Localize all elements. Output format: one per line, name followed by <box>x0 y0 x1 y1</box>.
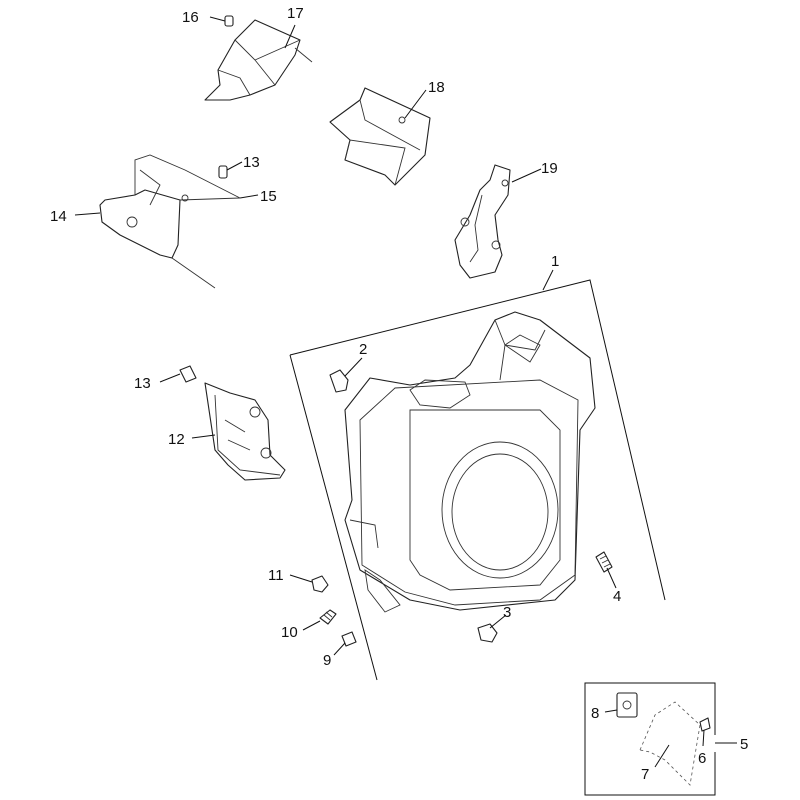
part-2-clip <box>329 369 349 393</box>
callout-16: 16 <box>182 9 199 26</box>
callout-11: 11 <box>268 567 284 584</box>
callout-3: 3 <box>503 604 511 621</box>
callout-2: 2 <box>359 341 367 358</box>
callout-17: 17 <box>287 5 304 22</box>
part-10-screw <box>319 609 337 625</box>
part-4-screw <box>595 551 613 573</box>
callout-5: 5 <box>740 736 748 753</box>
callout-9: 9 <box>323 652 331 669</box>
callout-13-lower: 13 <box>134 375 151 392</box>
part-9-fitting <box>341 631 357 647</box>
part-7-deflector <box>639 701 701 786</box>
callout-18: 18 <box>428 79 445 96</box>
callout-8: 8 <box>591 705 599 722</box>
leader-lines <box>74 16 737 768</box>
part-13-screw-upper <box>218 165 228 179</box>
part-16-screw <box>224 15 234 27</box>
callout-12: 12 <box>168 431 185 448</box>
callout-13-upper: 13 <box>243 154 260 171</box>
part-19-bracket <box>454 164 511 279</box>
part-11-pin <box>311 575 329 593</box>
part-17-shroud <box>204 19 313 101</box>
callout-14: 14 <box>50 208 67 225</box>
assembly-5-frame <box>584 682 716 796</box>
callout-labels: 1 2 3 4 5 6 7 8 9 10 11 12 13 13 14 15 1… <box>50 5 748 783</box>
part-14-plate <box>99 154 241 289</box>
part-12-bracket <box>204 382 286 481</box>
part-3-clip <box>477 623 498 643</box>
part-8-clip <box>616 692 638 718</box>
callout-4: 4 <box>613 588 621 605</box>
callout-1: 1 <box>551 253 559 270</box>
callout-7: 7 <box>641 766 649 783</box>
callout-15: 15 <box>260 188 277 205</box>
assembly-1-frame <box>289 279 666 681</box>
part-13-screw-lower <box>179 365 197 383</box>
part-18-duct <box>329 87 431 186</box>
callout-10: 10 <box>281 624 298 641</box>
callout-19: 19 <box>541 160 558 177</box>
callout-6: 6 <box>698 750 706 767</box>
part-1-blower-housing <box>344 311 596 613</box>
part-6-screw <box>699 717 711 732</box>
